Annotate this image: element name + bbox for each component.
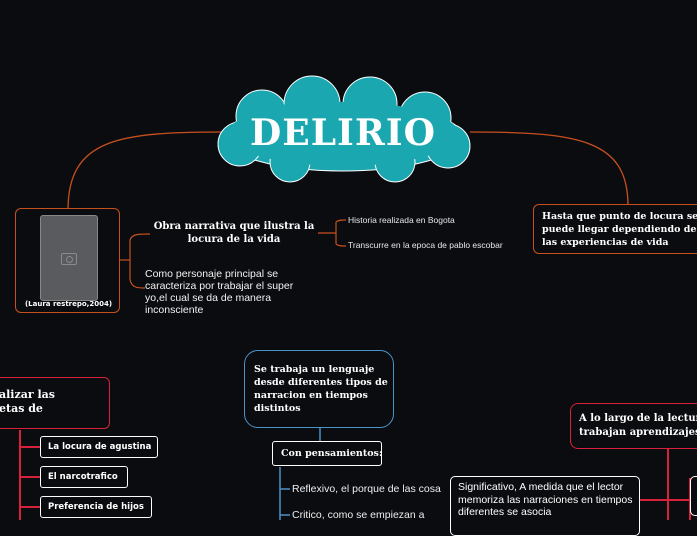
image-caption: (Laura restrepo,2004) — [24, 300, 113, 308]
right-partial-node[interactable] — [690, 476, 697, 516]
left-item-2-label: El narcotrafico — [48, 472, 118, 482]
central-title[interactable]: DELIRIO — [250, 112, 436, 154]
significativo-node[interactable]: Significativo, A medida que el lector me… — [450, 476, 640, 536]
camera-icon — [61, 253, 77, 265]
pensamientos-label: Con pensamientos: — [281, 448, 383, 459]
pensamiento-item-1[interactable]: Reflexivo, el porque de las cosa — [292, 483, 441, 495]
pensamientos-node[interactable]: Con pensamientos: — [272, 441, 382, 466]
obra-child-1[interactable]: Historia realizada en Bogota — [348, 215, 455, 225]
pensamiento-item-2[interactable]: Critico, como se empiezan a — [292, 509, 425, 521]
obra-title[interactable]: Obra narrativa que ilustra la locura de … — [153, 221, 315, 245]
hasta-node[interactable]: Hasta que punto de locura se puede llega… — [533, 204, 697, 254]
lenguaje-node[interactable]: Se trabaja un lenguaje desde diferentes … — [244, 350, 394, 428]
left-item-3[interactable]: Preferencia de hijos — [40, 496, 152, 518]
hasta-title: Hasta que punto de locura se puede llega… — [542, 211, 697, 248]
lenguaje-title: Se trabaja un lenguaje desde diferentes … — [254, 364, 388, 414]
central-cloud — [217, 75, 471, 183]
image-placeholder — [40, 215, 98, 301]
left-item-1-label: La locura de agustina — [48, 442, 152, 452]
aprendizajes-title: A lo largo de la lectura trabajan aprend… — [579, 413, 697, 438]
connector-lines — [19, 75, 691, 520]
image-node[interactable]: (Laura restrepo,2004) — [15, 208, 120, 313]
left-branch-title: alizar las etas de — [0, 388, 55, 415]
obra-child-2[interactable]: Transcurre en la epoca de pablo escobar — [348, 240, 503, 250]
left-item-3-label: Preferencia de hijos — [48, 502, 144, 512]
significativo-text: Significativo, A medida que el lector me… — [458, 481, 633, 518]
aprendizajes-node[interactable]: A lo largo de la lectura trabajan aprend… — [570, 403, 697, 449]
left-item-1[interactable]: La locura de agustina — [40, 436, 158, 458]
left-branch-node[interactable]: alizar las etas de — [0, 377, 110, 429]
left-item-2[interactable]: El narcotrafico — [40, 466, 128, 488]
obra-note[interactable]: Como personaje principal se caracteriza … — [145, 268, 294, 316]
